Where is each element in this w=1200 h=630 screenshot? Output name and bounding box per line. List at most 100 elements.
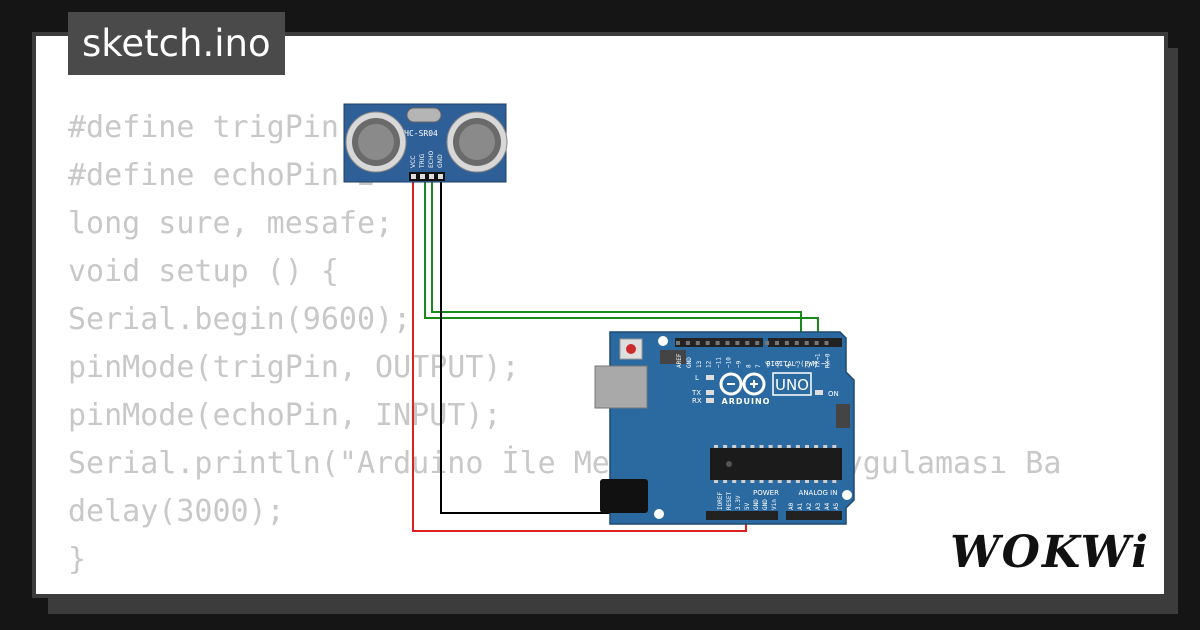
board-pin-label: ~10 [726,357,733,368]
chip-leg [832,445,837,448]
board-pin-label: AREF [676,353,683,368]
board-pin-label: A5 [833,502,840,510]
usb-port [594,365,648,409]
board-pin-label: RESET [726,492,733,510]
board-pin-label: ~6 [765,360,772,368]
ultrasonic-sensor[interactable]: HC-SR04 VCC TRIG ECHO GND [343,103,508,183]
code-line: long sure, mesafe; [68,206,394,241]
icsp-header-2 [836,404,850,428]
digital-pin-hole[interactable] [715,341,720,345]
chip-leg [732,445,737,448]
board-pin-label: ~3 [795,360,802,368]
chip-leg [805,445,809,448]
chip-leg [823,480,828,483]
crystal [406,107,442,123]
pin-trig[interactable] [420,174,425,179]
board-pin-label: 8 [745,364,752,368]
chip-leg [795,445,800,448]
wire-trig[interactable] [424,180,819,342]
chip-leg [750,445,755,448]
chip-leg [759,445,764,448]
led-label-tx: TX [691,389,701,397]
board-pin-label: 3.3V [735,495,742,510]
wire-echo[interactable] [431,180,802,342]
chip-leg [786,445,791,448]
power-jack [600,479,648,513]
chip-leg [741,445,746,448]
chip-leg [814,445,819,448]
chip-leg [768,480,773,483]
digital-pin-hole[interactable] [765,341,770,345]
sensor-model-label: HC-SR04 [404,129,438,138]
board-pin-label: A0 [788,502,795,510]
board-pin-label: Vin [771,499,778,510]
digital-pin-hole[interactable] [814,341,819,345]
pin-label-gnd: GND [437,154,444,168]
chip-leg [805,480,809,483]
digital-pin-hole[interactable] [755,341,760,345]
chip-leg [777,480,782,483]
board-pin-label: GND [762,499,769,510]
board-brand: ARDUINO [722,397,771,406]
board-pin-label: 12 [706,360,713,368]
digital-pin-hole[interactable] [735,341,740,345]
board-pin-label: IOREF [717,492,724,510]
board-pin-label: 2 [805,364,812,368]
led-tx [706,390,714,395]
board-pin-label: 5V [744,502,751,510]
analog-label: ANALOG IN [799,489,838,497]
digital-pin-hole[interactable] [794,341,799,345]
led-l [706,375,714,380]
digital-pin-hole[interactable] [725,341,730,345]
board-pin-label: ~9 [735,360,742,368]
chip-notch [726,461,732,467]
digital-pin-hole[interactable] [775,341,779,345]
board-pin-label: A2 [806,502,813,510]
led-label-rx: RX [692,397,702,405]
digital-pin-hole[interactable] [676,341,680,345]
transducer-left [345,111,407,173]
chip-leg [795,480,800,483]
chip-leg [750,480,755,483]
pin-echo[interactable] [429,174,434,179]
pin-gnd[interactable] [438,174,443,179]
code-line: pinMode(echoPin, INPUT); [68,398,502,433]
digital-pin-hole[interactable] [705,341,710,345]
chip-leg [832,480,837,483]
board-pin-label: 4 [785,364,792,368]
digital-pin-hole[interactable] [804,341,809,345]
chip-leg [723,445,728,448]
digital-pin-hole[interactable] [685,341,690,345]
chip-leg [723,480,728,483]
chip-leg [777,445,782,448]
digital-pin-hole[interactable] [745,341,750,345]
led-on [815,390,823,395]
file-tab[interactable]: sketch.ino [68,12,285,75]
chip-leg [768,445,773,448]
code-line: delay(3000); [68,494,285,529]
icsp-header [660,350,686,364]
chip-leg [732,480,737,483]
analog-header [786,511,842,520]
chip-leg [823,445,828,448]
reset-button[interactable] [626,344,636,354]
pin-vcc[interactable] [411,174,416,179]
led-label-l: L [695,374,699,382]
board-pin-label: GND [686,357,693,368]
on-label: ON [828,390,839,398]
board-pin-label: TX→1 [815,353,822,368]
pin-label-echo: ECHO [428,151,435,168]
digital-pin-hole[interactable] [824,341,829,345]
code-line: Serial.begin(9600); [68,302,412,337]
digital-pin-hole[interactable] [784,341,789,345]
pin-label-vcc: VCC [410,156,417,168]
digital-label: DIGITAL (PWM ~) [766,360,829,368]
chip-leg [759,480,764,483]
wokwi-logo[interactable]: WOKWi [950,527,1150,578]
digital-pin-hole[interactable] [695,341,700,345]
